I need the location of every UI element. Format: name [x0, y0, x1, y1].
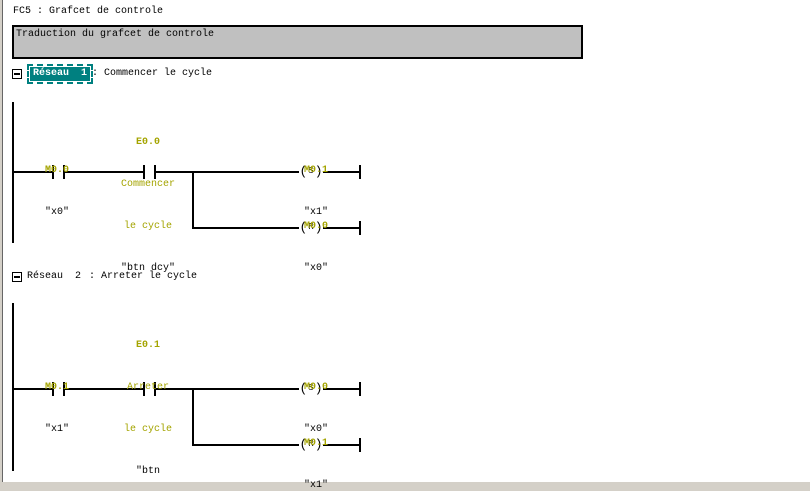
set-coil-symbol[interactable]: S — [299, 164, 323, 179]
right-rail-terminator — [359, 438, 361, 452]
rung-segment — [192, 444, 300, 446]
contact-symbol[interactable] — [143, 165, 156, 179]
network-2-header[interactable]: Réseau 2 : Arreter le cycle — [12, 269, 197, 285]
collapse-network-2-icon[interactable] — [12, 272, 22, 282]
rung-segment — [322, 171, 359, 173]
rung-segment — [65, 171, 143, 173]
operand-label[interactable]: M0.1 "x1" — [303, 165, 328, 218]
rung-segment — [156, 388, 300, 390]
operand-label[interactable]: M0.1 "x1" — [44, 382, 69, 435]
rung-segment — [192, 227, 300, 229]
network-1-label[interactable]: Réseau 1 — [26, 64, 94, 84]
right-rail-terminator — [359, 221, 361, 235]
operand-label[interactable]: E0.0 Commencer le cycle "btn dcy" — [120, 137, 175, 274]
block-comment-box[interactable]: Traduction du grafcet de controle — [12, 25, 583, 59]
horizontal-scrollbar-track[interactable] — [0, 482, 810, 491]
rung-segment — [12, 388, 52, 390]
right-rail-terminator — [359, 165, 361, 179]
rung-segment — [322, 444, 359, 446]
branch-line — [192, 388, 194, 446]
operand-label[interactable]: M0.0 "x0" — [303, 221, 328, 274]
network-1-title[interactable]: : Commencer le cycle — [92, 68, 213, 79]
branch-line — [192, 171, 194, 229]
block-comment-text: Traduction du grafcet de controle — [16, 29, 215, 40]
operand-label[interactable]: E0.1 Arreter le cycle "btn arret" — [123, 340, 172, 477]
network-1-header[interactable]: Réseau 1 : Commencer le cycle — [12, 64, 213, 84]
rung-segment — [65, 388, 143, 390]
set-coil-symbol[interactable]: S — [299, 381, 323, 396]
contact-symbol[interactable] — [52, 165, 65, 179]
window-left-border — [2, 0, 3, 491]
contact-symbol[interactable] — [143, 382, 156, 396]
reset-coil-symbol[interactable]: R — [299, 437, 323, 452]
window-left-edge — [0, 0, 2, 491]
operand-label[interactable]: M0.1 "x1" — [303, 438, 328, 491]
network-2-label[interactable]: Réseau 2 — [27, 271, 82, 282]
right-rail-terminator — [359, 382, 361, 396]
power-rail — [12, 303, 14, 471]
reset-coil-symbol[interactable]: R — [299, 220, 323, 235]
contact-symbol[interactable] — [52, 382, 65, 396]
rung-segment — [322, 227, 359, 229]
block-title: FC5 : Grafcet de controle — [13, 6, 164, 17]
operand-label[interactable]: M0.0 "x0" — [303, 382, 328, 435]
collapse-network-1-icon[interactable] — [12, 69, 22, 79]
operand-label[interactable]: M0.0 "x0" — [44, 165, 69, 218]
network-2-title[interactable]: : Arreter le cycle — [83, 271, 198, 282]
rung-segment — [322, 388, 359, 390]
rung-segment — [12, 171, 52, 173]
rung-segment — [156, 171, 300, 173]
